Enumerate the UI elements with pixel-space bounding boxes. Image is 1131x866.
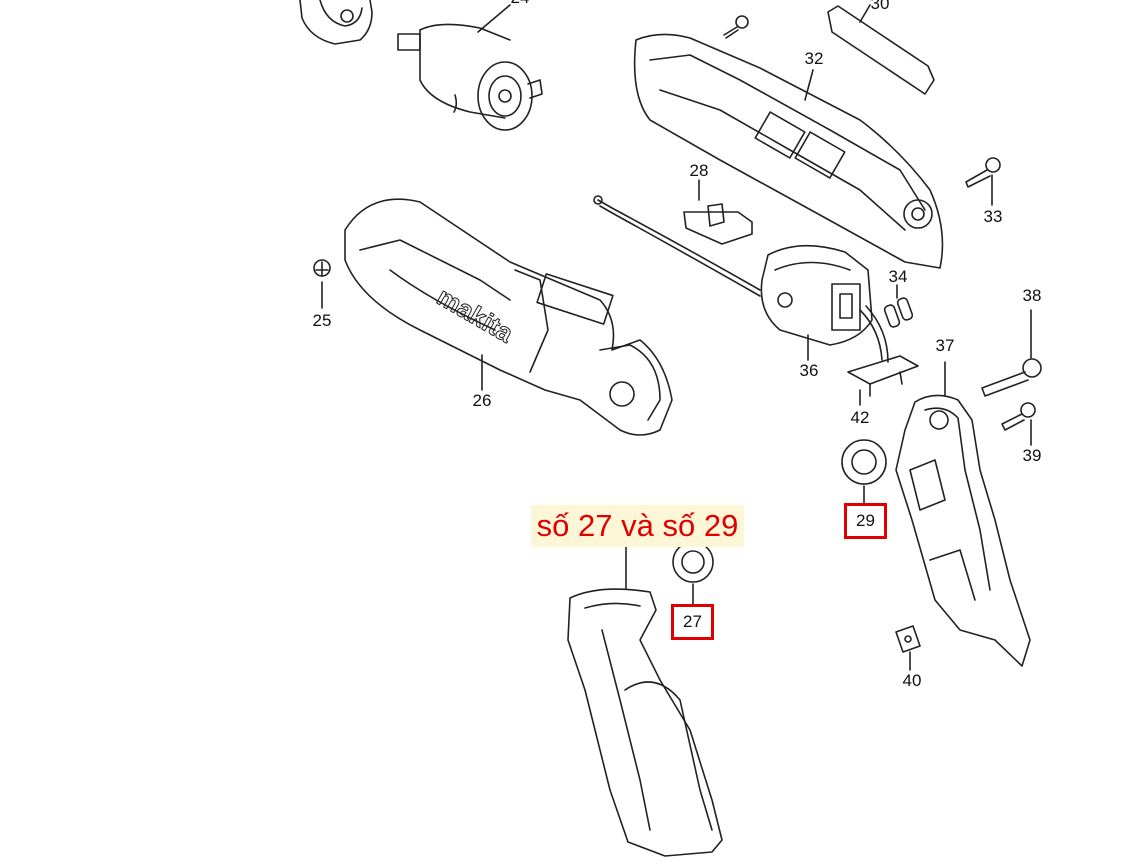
brand-logo: makita	[432, 281, 519, 348]
screw-icon	[723, 15, 749, 39]
part-label-24: 24	[511, 0, 530, 8]
part-label-30: 30	[870, 0, 890, 13]
motor-part-24	[397, 4, 543, 131]
highlighted-part-label-27: 27	[671, 604, 714, 640]
screw-part-39	[1001, 402, 1036, 446]
part-label-36: 36	[799, 361, 819, 380]
part-label-25: 25	[312, 311, 332, 330]
screw-part-25	[313, 259, 331, 309]
part-label-32: 32	[804, 49, 824, 68]
housing-part-26	[344, 198, 673, 436]
clip-part-40	[895, 625, 921, 671]
part-label-26: 26	[472, 391, 492, 410]
part-label-34: 34	[888, 267, 908, 286]
part-label-37: 37	[935, 336, 955, 355]
part-label-33: 33	[983, 207, 1003, 226]
part-label-38: 38	[1022, 286, 1042, 305]
handle-half-part-37	[895, 361, 1031, 667]
screw-part-33	[965, 157, 1001, 206]
part-label-28: 28	[689, 161, 709, 180]
switch-assembly-part-36	[760, 244, 889, 363]
part-label-39: 39	[1022, 446, 1042, 465]
grip-cover-part	[567, 539, 723, 857]
terminal-plate-part-42	[847, 355, 919, 406]
lead-wire	[593, 195, 761, 297]
switch-button-part-28	[683, 179, 753, 245]
gear-housing-part	[299, 0, 373, 45]
annotation-text: số 27 và số 29	[531, 505, 744, 547]
contact-pins-part-34	[883, 284, 914, 328]
washer-part-29	[841, 439, 887, 505]
housing-half-part-32	[633, 33, 944, 269]
highlighted-part-label-29: 29	[844, 503, 887, 539]
part-label-42: 42	[850, 408, 870, 427]
part-label-40: 40	[902, 671, 922, 690]
washer-part-27	[672, 541, 714, 605]
label-plate-part-30	[827, 4, 935, 95]
screw-part-38	[981, 309, 1042, 397]
